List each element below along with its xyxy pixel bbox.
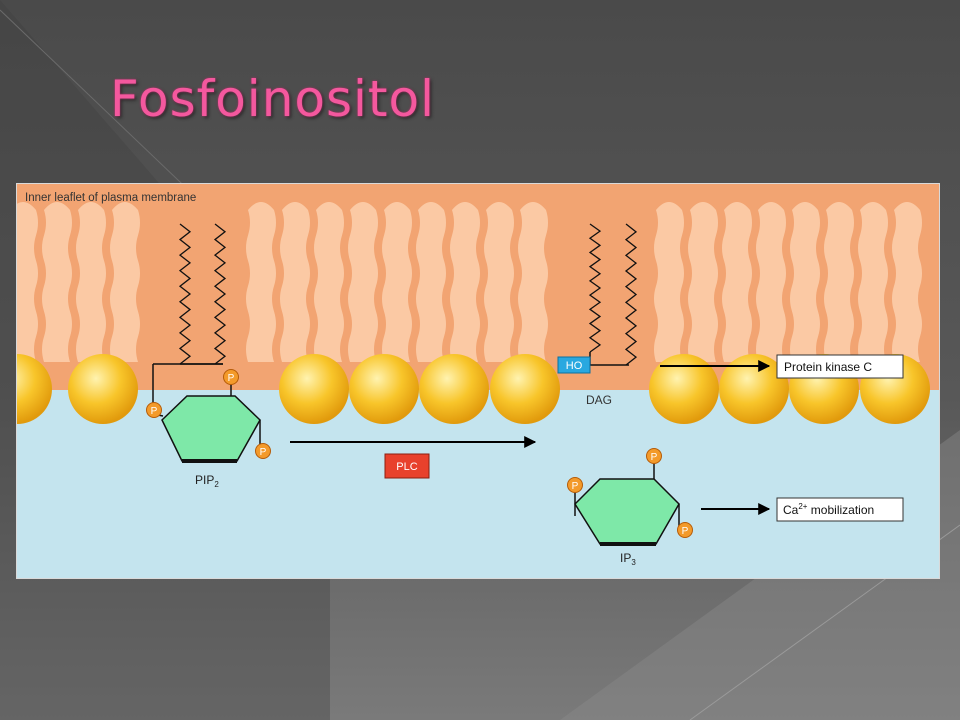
pip2-phosphate-3: P — [255, 443, 271, 459]
ca-mobilization-label: Ca2+ mobilization — [783, 502, 874, 517]
lipid-tail — [484, 202, 514, 362]
svg-text:P: P — [228, 373, 235, 384]
lipid-tail — [722, 202, 752, 362]
lipid-head-sphere — [17, 354, 52, 424]
lipid-head-sphere — [719, 354, 789, 424]
lipid-tail — [416, 202, 446, 362]
lipid-tails — [17, 202, 922, 362]
lipid-tail — [382, 202, 412, 362]
svg-text:P: P — [260, 447, 267, 458]
pkc-label: Protein kinase C — [784, 360, 872, 374]
lipid-tail — [17, 202, 38, 362]
membrane-label: Inner leaflet of plasma membrane — [25, 192, 196, 204]
lipid-tail — [280, 202, 310, 362]
ca-box — [776, 497, 904, 522]
lipid-head-sphere — [649, 354, 719, 424]
lipid-tail — [858, 202, 888, 362]
ip3-phosphate-2: P — [567, 477, 583, 493]
slide-title: Fosfoinositol — [110, 70, 436, 128]
ho-label-box — [557, 356, 591, 374]
svg-text:P: P — [151, 406, 158, 417]
svg-text:P: P — [682, 526, 689, 537]
lipid-tail — [790, 202, 820, 362]
lipid-tail — [688, 202, 718, 362]
lipid-tail — [654, 202, 684, 362]
lipid-tail — [246, 202, 276, 362]
lipid-tail — [756, 202, 786, 362]
svg-text:P: P — [651, 452, 658, 463]
lipid-head-sphere — [349, 354, 419, 424]
lipid-tail — [314, 202, 344, 362]
pip2-phosphate-1: P — [223, 369, 239, 385]
lipid-tail — [518, 202, 548, 362]
lipid-head-sphere — [419, 354, 489, 424]
lipid-tail — [110, 202, 140, 362]
ho-label: HO — [566, 360, 583, 372]
ip3-phosphate-1: P — [646, 448, 662, 464]
lipid-tail — [824, 202, 854, 362]
svg-text:P: P — [572, 481, 579, 492]
ip3-label: IP3 — [620, 551, 636, 567]
pip2-phosphate-2: P — [146, 402, 162, 418]
lipid-head-sphere — [279, 354, 349, 424]
lipid-head-sphere — [490, 354, 560, 424]
pip2-label: PIP2 — [195, 473, 219, 489]
pip2-fatty-acid-chains — [178, 223, 638, 366]
plc-label: PLC — [396, 461, 417, 473]
pip2-inositol-ring — [161, 376, 261, 463]
plc-enzyme-box — [384, 453, 430, 479]
pkc-box — [776, 354, 904, 379]
lipid-tail — [892, 202, 922, 362]
lipid-tail — [76, 202, 106, 362]
ip3-phosphate-3: P — [677, 522, 693, 538]
pip2-hydrolysis-diagram: P P P PIP2 HO DAG PLC P P P IP3 — [16, 183, 940, 579]
lipid-head-sphere — [68, 354, 138, 424]
lipid-tail — [348, 202, 378, 362]
dag-label: DAG — [586, 393, 612, 407]
lipid-tail — [450, 202, 480, 362]
lipid-tail — [42, 202, 72, 362]
